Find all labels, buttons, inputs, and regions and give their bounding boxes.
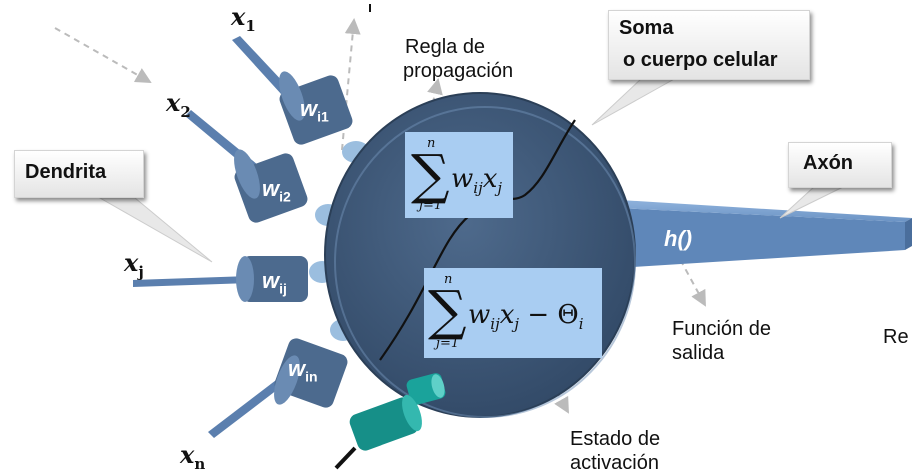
weight-label-in: win: [288, 356, 318, 385]
sum-lower-limit: j=1: [436, 336, 460, 351]
re-label: Re: [883, 326, 909, 348]
formula2-term: wijxj − Θi: [468, 300, 584, 334]
funcion-label-line2: salida: [672, 342, 725, 364]
input-x1: x1: [231, 2, 256, 35]
teal-cylinder-small: [406, 373, 446, 405]
soma-edge: [334, 106, 636, 418]
input-x2: x2: [166, 88, 191, 121]
axon-callout-label: Axón: [803, 152, 853, 174]
sum-upper-limit: n: [444, 272, 453, 287]
weight-label-ij: wij: [262, 268, 287, 297]
soma-callout: Soma o cuerpo celular: [608, 10, 810, 80]
weight-cylinder-n: [274, 338, 348, 408]
weight-cylinder-2: [234, 149, 308, 223]
formula1-term: wijxj: [451, 164, 503, 198]
sigma-symbol: ∑: [428, 279, 467, 342]
soma-callout-pointer: [591, 77, 678, 126]
weight-cylinder-j: [236, 256, 308, 302]
axon: [618, 200, 912, 268]
estado-arrow-dashed: [539, 361, 569, 414]
funcion-label-line1: Función de: [672, 318, 771, 340]
input-xj: xj: [124, 248, 144, 281]
axon-callout: Axón: [788, 142, 892, 188]
input-arrow-dashed: [54, 27, 152, 83]
weight-cylinder-1: [279, 71, 353, 145]
dendrite-j: [133, 276, 250, 287]
weight-label-i2: wi2: [262, 176, 291, 205]
dendrita-callout: Dendrita: [14, 150, 144, 198]
output-wire: [334, 446, 357, 470]
propagation-formula: n ∑ j=1 wijxj: [405, 132, 513, 218]
estado-label-line1: Estado de: [570, 428, 661, 450]
input-xn: xn: [180, 440, 206, 473]
activation-formula: n ∑ j=1 wijxj − Θi: [424, 268, 602, 358]
weight-label-i1: wi1: [300, 96, 329, 125]
regla-label-line1: Regla de: [405, 36, 486, 58]
dendrite-n: [208, 374, 290, 438]
regla-label-line2: propagación: [403, 60, 514, 82]
soma-callout-line2: o cuerpo celular: [623, 49, 778, 71]
upward-arrow-dashed: [341, 18, 361, 151]
h-function-label: h(): [664, 226, 693, 251]
estado-label-line2: activación: [570, 452, 659, 472]
sum-lower-limit: j=1: [419, 198, 443, 213]
teal-cylinder-large: [349, 394, 422, 451]
sigma-symbol: ∑: [411, 143, 450, 206]
dendrita-callout-label: Dendrita: [25, 161, 107, 183]
soma-callout-line1: Soma: [619, 17, 674, 39]
sum-upper-limit: n: [427, 136, 436, 151]
dendrita-callout-pointer: [98, 197, 213, 263]
